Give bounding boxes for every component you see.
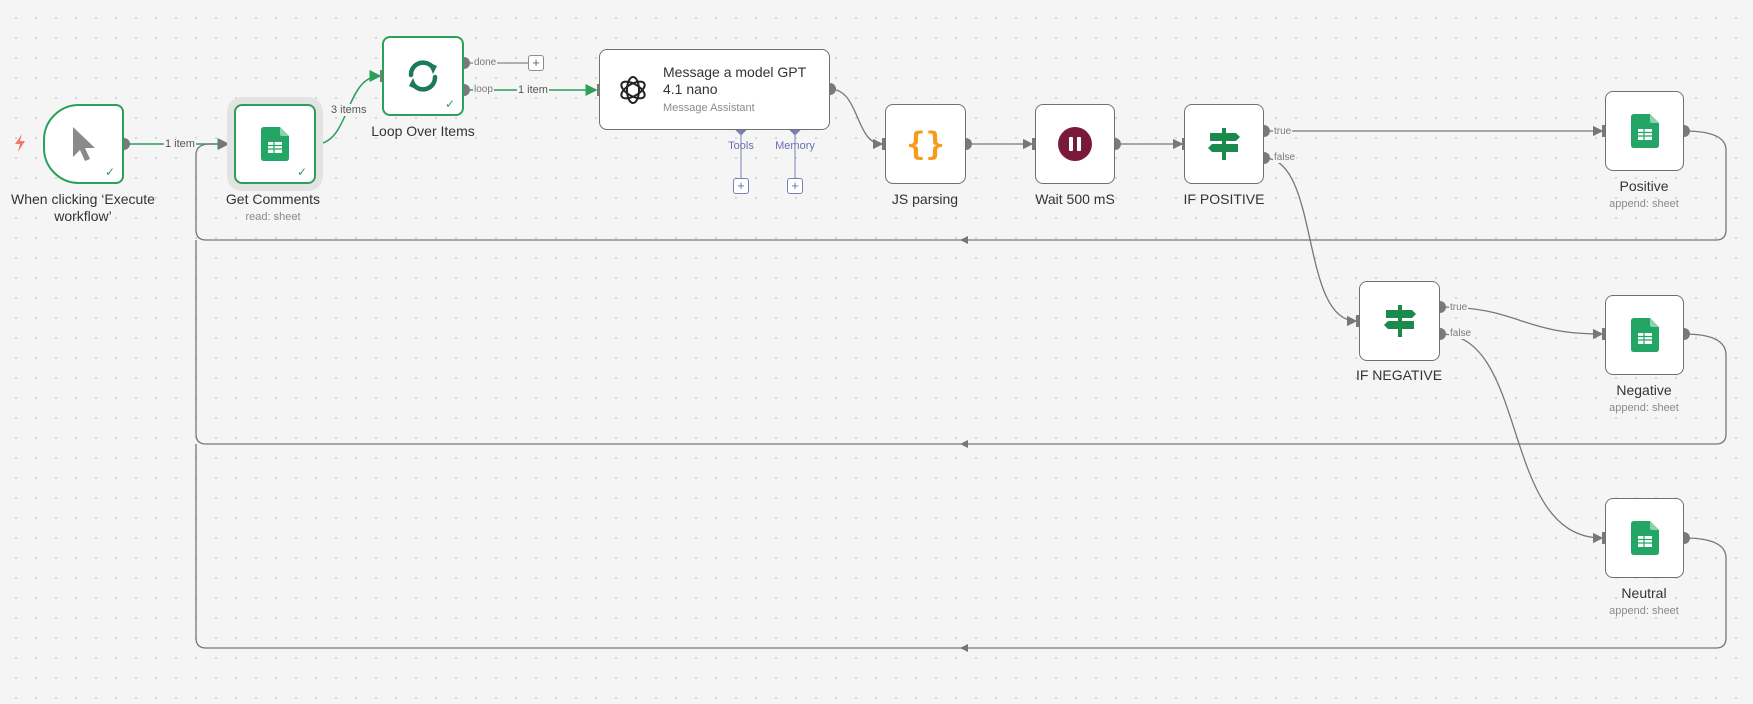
get-comments-node[interactable]: ✓ <box>234 104 316 184</box>
neutral-label: Neutral <box>1621 585 1667 601</box>
message-title-line2: 4.1 nano <box>663 81 718 97</box>
edge-label-get-to-loop: 3 items <box>330 104 368 116</box>
lightning-icon <box>15 134 25 152</box>
loop-node[interactable]: ✓ <box>382 36 464 116</box>
negative-subtitle: append: sheet <box>1609 402 1679 414</box>
openai-icon <box>620 75 646 104</box>
message-model-title: Message a model GPT 4.1 nano <box>663 64 806 98</box>
message-title-line1: Message a model GPT <box>663 64 807 80</box>
loop-back-arrow-3 <box>960 644 968 652</box>
trigger-node-label: When clicking ‘Execute workflow’ <box>11 191 155 224</box>
js-parsing-label: JS parsing <box>891 191 959 207</box>
if-positive-node[interactable] <box>1184 104 1264 184</box>
google-sheets-icon <box>1630 521 1659 555</box>
edge-message-to-js[interactable] <box>829 88 884 150</box>
signpost-icon <box>1383 305 1416 337</box>
if-negative-label: IF NEGATIVE <box>1355 367 1443 383</box>
loop-back-arrow-2 <box>960 440 968 448</box>
get-comments-subtitle: read: sheet <box>245 211 301 223</box>
if-negative-true-label: true <box>1449 302 1469 313</box>
add-memory-button[interactable]: + <box>787 178 803 194</box>
edge-negative-loop-back[interactable] <box>195 240 1727 445</box>
success-check-icon: ✓ <box>296 165 307 179</box>
edge-label-trigger-to-get: 1 item <box>164 138 196 150</box>
add-tool-button[interactable]: + <box>733 178 749 194</box>
js-parsing-node[interactable]: {} <box>885 104 966 184</box>
get-comments-label: Get Comments <box>225 191 321 207</box>
if-negative-false-label: false <box>1449 328 1473 339</box>
cursor-icon <box>72 127 95 161</box>
tools-port-label: Tools <box>728 140 754 152</box>
code-braces-icon: {} <box>906 125 945 163</box>
google-sheets-icon <box>261 127 289 161</box>
message-model-node[interactable] <box>599 49 830 130</box>
pause-icon <box>1058 127 1092 161</box>
wait-node[interactable] <box>1035 104 1115 184</box>
wait-label: Wait 500 mS <box>1035 191 1115 207</box>
memory-port-label: Memory <box>775 140 815 152</box>
google-sheets-icon <box>1630 318 1659 352</box>
signpost-icon <box>1208 128 1240 160</box>
refresh-icon <box>408 60 438 92</box>
success-check-icon: ✓ <box>104 165 115 179</box>
neutral-subtitle: append: sheet <box>1609 605 1679 617</box>
loop-back-arrow-1 <box>960 236 968 244</box>
trigger-node[interactable]: ✓ <box>43 104 124 184</box>
if-positive-false-label: false <box>1273 152 1297 163</box>
success-check-icon: ✓ <box>444 97 455 111</box>
if-negative-node[interactable] <box>1359 281 1440 361</box>
edge-neutral-loop-back[interactable] <box>195 444 1727 649</box>
neutral-node[interactable] <box>1605 498 1684 578</box>
positive-subtitle: append: sheet <box>1609 198 1679 210</box>
loop-done-add-button[interactable]: + <box>528 55 544 71</box>
edge-label-loop-to-message: 1 item <box>517 84 549 96</box>
loop-done-label: done <box>473 57 498 68</box>
positive-node[interactable] <box>1605 91 1684 171</box>
negative-node[interactable] <box>1605 295 1684 375</box>
edge-positive-loop-back[interactable] <box>195 130 1727 241</box>
loop-loop-label: loop <box>473 84 494 95</box>
if-positive-label: IF POSITIVE <box>1183 191 1265 207</box>
if-positive-true-label: true <box>1273 126 1293 137</box>
edge-if-negative-false-to-neutral[interactable] <box>1439 333 1604 544</box>
google-sheets-icon <box>1630 114 1659 148</box>
negative-label: Negative <box>1616 382 1672 398</box>
loop-label: Loop Over Items <box>371 123 475 139</box>
message-model-subtitle: Message Assistant <box>663 102 755 114</box>
get-comments-input-port[interactable] <box>229 138 235 150</box>
positive-label: Positive <box>1619 178 1669 194</box>
